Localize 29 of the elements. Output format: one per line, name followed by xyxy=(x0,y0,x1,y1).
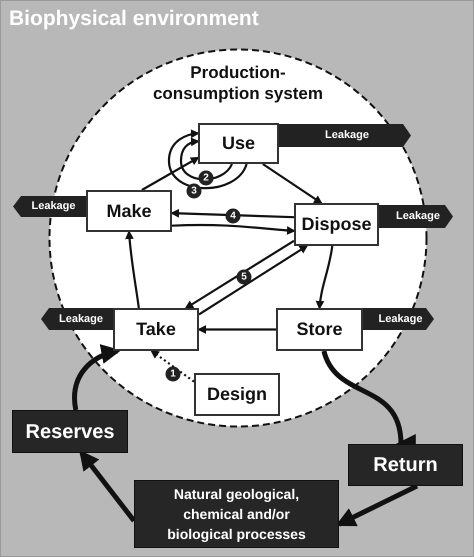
arrow xyxy=(72,345,122,410)
process-box: Dispose xyxy=(294,203,379,246)
leakage-tag: Leakage xyxy=(379,205,453,228)
process-box: Return xyxy=(348,444,463,486)
arrow xyxy=(150,350,195,382)
arrow xyxy=(141,156,200,191)
process-box: Design xyxy=(194,373,280,416)
arrow xyxy=(180,138,233,180)
arrow xyxy=(168,130,248,190)
arrow xyxy=(170,208,294,218)
leakage-tag: Leakage xyxy=(363,308,434,330)
arrow xyxy=(125,230,140,308)
leakage-tag: Leakage xyxy=(13,196,86,217)
arrow xyxy=(198,245,308,316)
arrow xyxy=(197,325,276,334)
process-box: Store xyxy=(276,308,363,351)
leakage-tag: Leakage xyxy=(279,124,411,147)
arrow xyxy=(262,163,323,204)
arrow xyxy=(172,224,296,235)
process-box: Use xyxy=(198,123,279,164)
circle-title: Production- consumption system xyxy=(152,62,324,104)
arrow xyxy=(184,240,295,309)
arrow xyxy=(316,246,334,310)
panel-title: Biophysical environment xyxy=(9,6,259,32)
process-box: Reserves xyxy=(12,410,128,453)
process-box: Make xyxy=(86,190,172,232)
process-box: Take xyxy=(113,308,199,351)
process-box: Natural geological, chemical and/or biological processes xyxy=(134,480,339,548)
leakage-tag: Leakage xyxy=(41,308,113,330)
